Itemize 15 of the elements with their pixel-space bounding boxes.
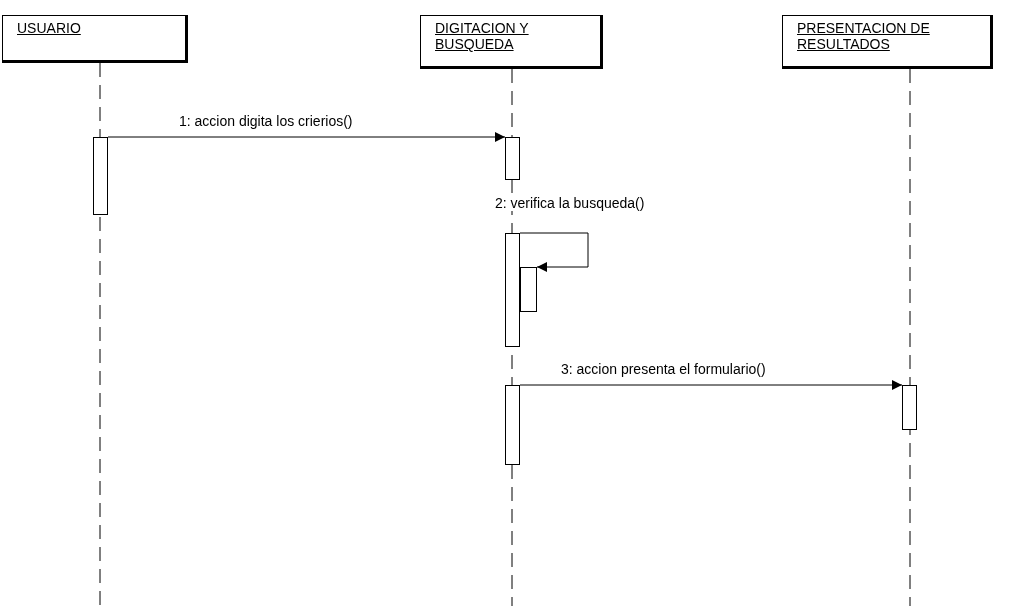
lifeline-header-box: DIGITACION Y BUSQUEDA <box>420 15 603 69</box>
message-label: 2: verifica la busqueda() <box>494 195 646 211</box>
lifeline-header-box: USUARIO <box>2 15 188 63</box>
activation-bar <box>505 233 520 347</box>
lifeline-header-box: PRESENTACION DE RESULTADOS <box>782 15 993 69</box>
message-label: 1: accion digita los crierios() <box>178 113 354 129</box>
activation-bar <box>505 385 520 465</box>
message-arrow <box>107 132 506 142</box>
activation-bar <box>902 385 917 430</box>
activation-bar <box>520 267 537 312</box>
activation-bar <box>505 137 520 180</box>
message-arrow <box>519 232 589 272</box>
message-arrow <box>519 380 903 390</box>
activation-bar <box>93 137 108 215</box>
message-label: 3: accion presenta el formulario() <box>560 361 767 377</box>
